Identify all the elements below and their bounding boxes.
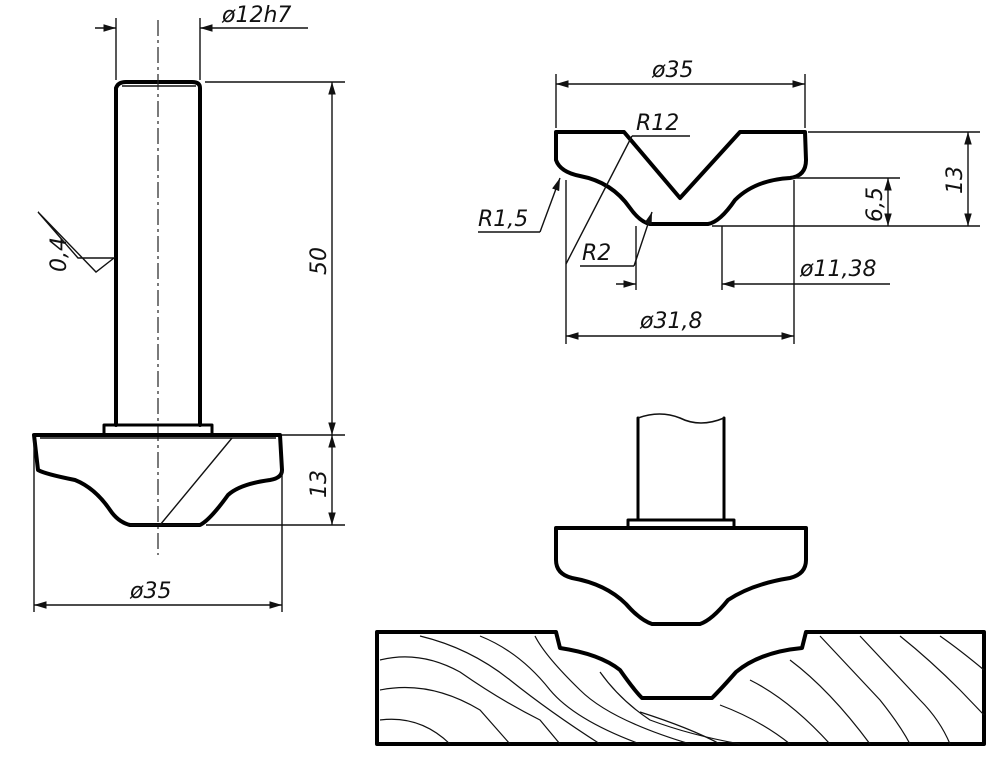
label-head-height-left: 13 xyxy=(307,470,332,498)
bit-head-bottom xyxy=(554,526,808,626)
shank-outline xyxy=(114,80,202,427)
label-radius-r2: R2 xyxy=(582,241,611,266)
profile-outline xyxy=(554,130,808,226)
label-height-65: 6,5 xyxy=(863,187,888,222)
label-dia-318: ø31,8 xyxy=(639,309,702,334)
workpiece-outline xyxy=(375,630,986,746)
label-top-dia: ø35 xyxy=(651,58,693,83)
label-length: 50 xyxy=(307,247,332,275)
label-height-13: 13 xyxy=(943,166,968,194)
router-bit-side-view: ø12h7 50 13 ø35 0,4 xyxy=(32,3,345,612)
label-radius-r12: R12 xyxy=(636,111,679,136)
label-shank-dia: ø12h7 xyxy=(221,3,291,28)
bit-in-workpiece-view xyxy=(375,413,986,746)
label-head-dia-left: ø35 xyxy=(129,579,171,604)
roughness-symbol xyxy=(37,211,117,273)
wood-grain-hatch xyxy=(379,635,985,745)
label-roughness: 0,4 xyxy=(47,237,72,272)
label-dia-1138: ø11,38 xyxy=(799,257,876,282)
profile-view: ø35 R12 R1,5 R2 13 6,5 ø11,38 ø31,8 xyxy=(478,58,980,344)
label-radius-r15: R1,5 xyxy=(478,207,528,232)
